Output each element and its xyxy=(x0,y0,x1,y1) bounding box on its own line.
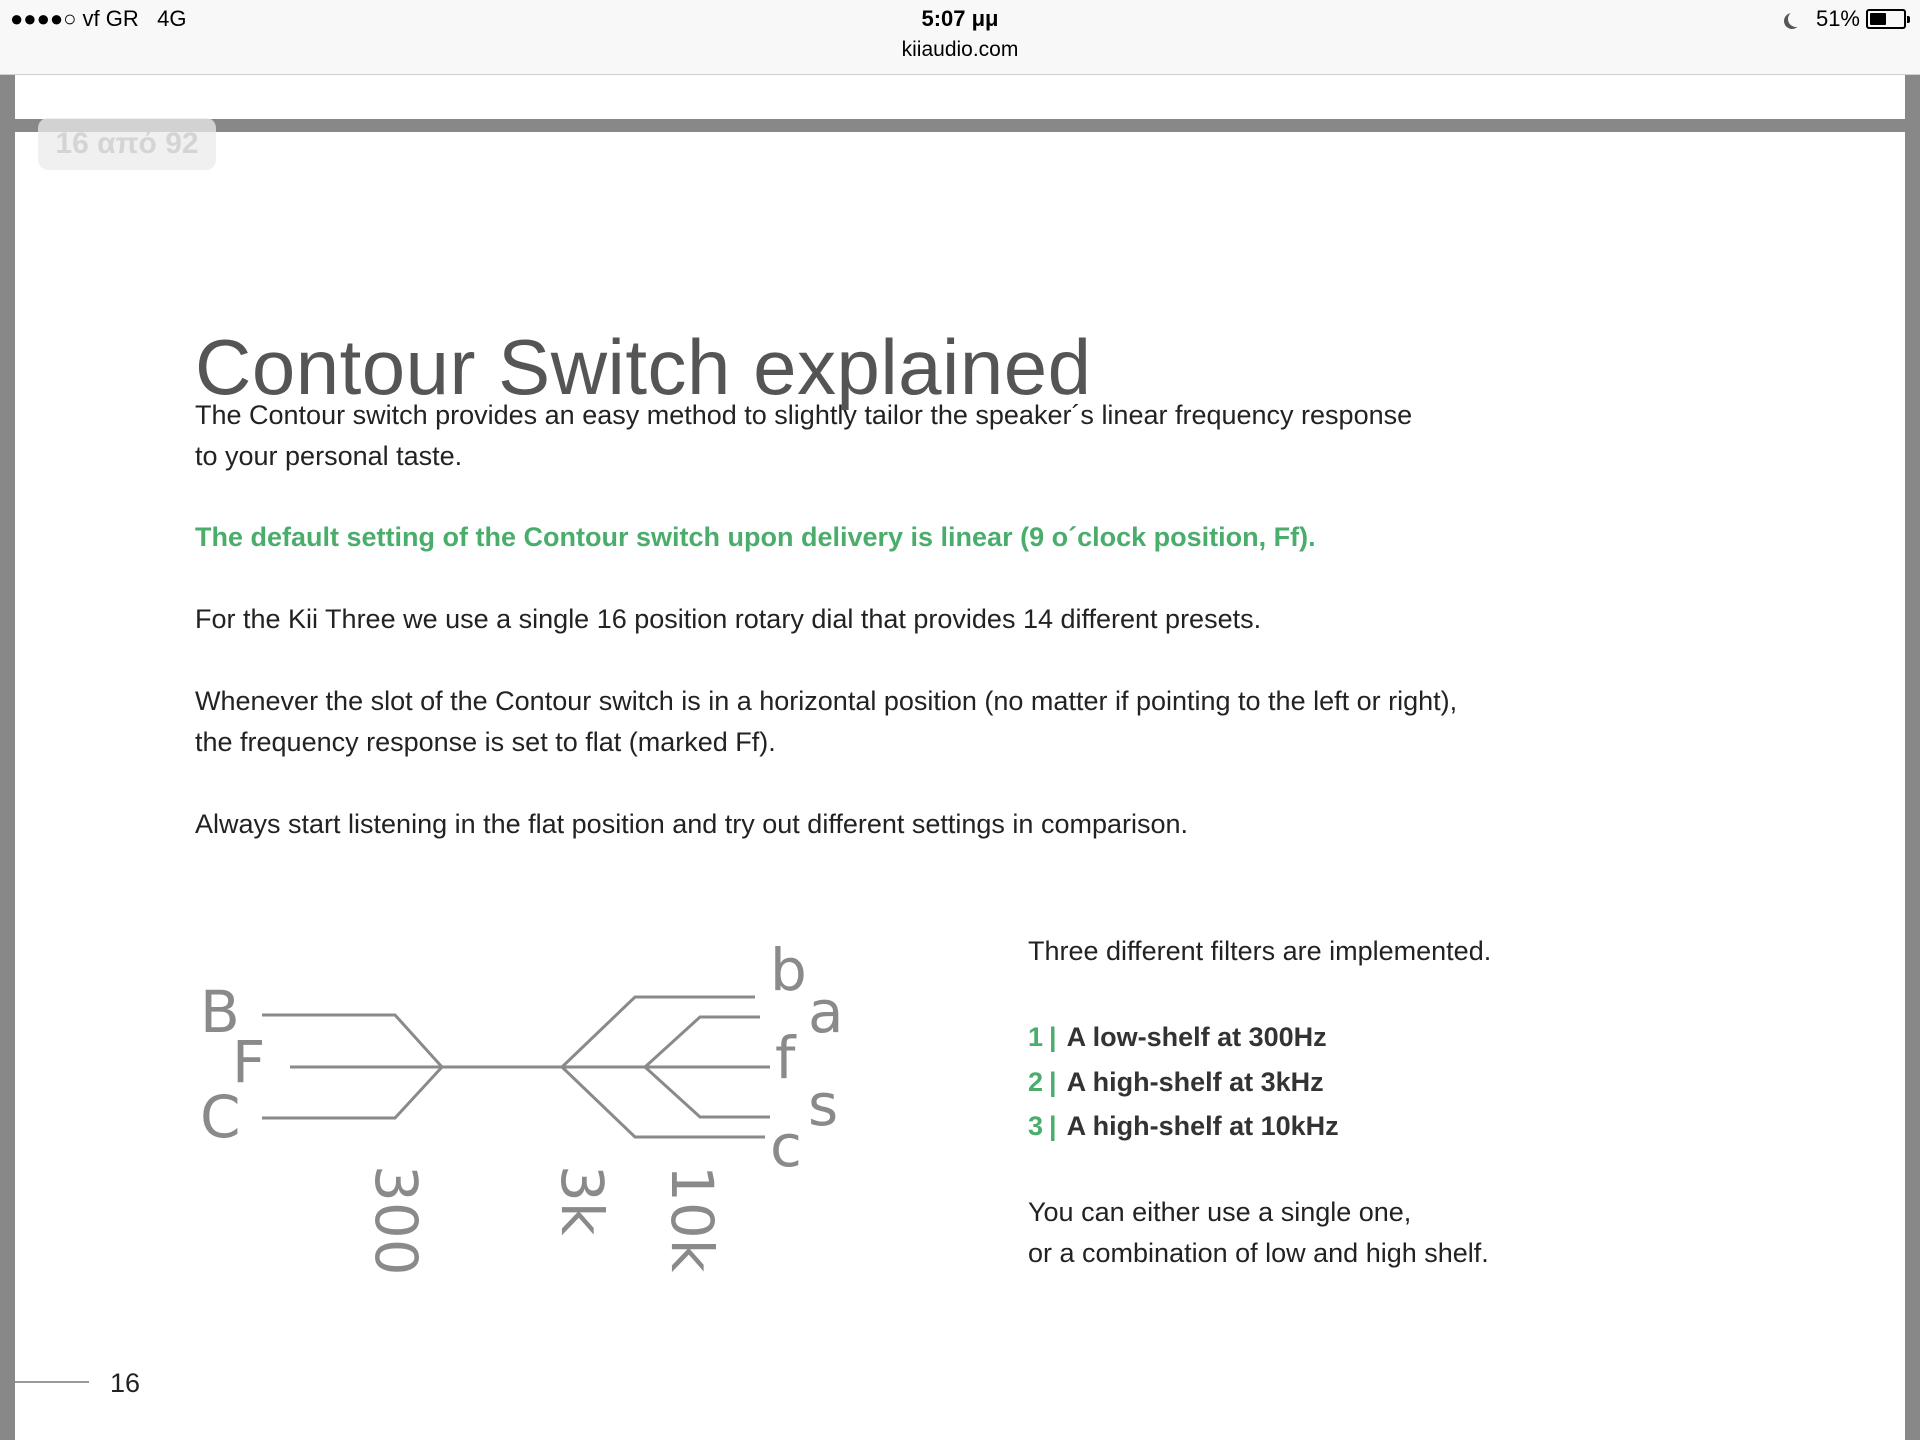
label-cut-air: s xyxy=(808,1071,838,1139)
carrier-signal: ●●●●○ vf GR 4G xyxy=(10,6,186,32)
filter-text: A high-shelf at 3kHz xyxy=(1066,1067,1324,1097)
filter-item: 3|A high-shelf at 10kHz xyxy=(1028,1111,1339,1141)
default-setting-note: The default setting of the Contour switc… xyxy=(195,522,1316,552)
filter-number: 3 xyxy=(1028,1111,1044,1141)
intro-line-2: to your personal taste. xyxy=(195,441,463,471)
high-shelf-3k-cut-line xyxy=(560,1065,765,1139)
freq-label-10k: 10k xyxy=(658,1165,726,1273)
low-shelf-cut-line xyxy=(262,1065,444,1120)
contour-filter-diagram: B F C b a f s c 300 3k 10k xyxy=(200,936,844,1276)
filter-item: 1|A low-shelf at 300Hz xyxy=(1028,1022,1327,1052)
battery-icon xyxy=(1866,9,1910,29)
horizontal-line-1: Whenever the slot of the Contour switch … xyxy=(195,686,1458,716)
combination-line-2: or a combination of low and high shelf. xyxy=(1028,1238,1489,1268)
battery-fill xyxy=(1870,13,1886,25)
signal-strength: ●●●●○ vf GR xyxy=(10,6,139,31)
page-title: Contour Switch explained xyxy=(195,323,1092,412)
battery-percent: 51% xyxy=(1815,6,1860,31)
label-flat-low: F xyxy=(232,1028,265,1096)
rotary-dial-paragraph: For the Kii Three we use a single 16 pos… xyxy=(195,604,1262,634)
combination-line-1: You can either use a single one, xyxy=(1028,1197,1412,1227)
filter-text: A low-shelf at 300Hz xyxy=(1066,1022,1327,1052)
filter-number: 2 xyxy=(1028,1067,1044,1097)
filter-text: A high-shelf at 10kHz xyxy=(1066,1111,1339,1141)
filter-curves xyxy=(262,995,770,1139)
clock: 5:07 μμ xyxy=(921,6,999,31)
freq-label-300: 300 xyxy=(362,1165,430,1276)
high-shelf-3k-boost-line xyxy=(560,995,755,1069)
label-flat-high: f xyxy=(775,1024,797,1092)
listening-advice: Always start listening in the flat posit… xyxy=(195,809,1189,839)
high-shelf-10k-cut-line xyxy=(643,1065,770,1119)
page-number: 16 xyxy=(110,1368,141,1398)
filters-intro: Three different filters are implemented. xyxy=(1028,936,1492,966)
horizontal-line-2: the frequency response is set to flat (m… xyxy=(195,727,776,757)
label-boost-air: a xyxy=(808,978,844,1046)
status-bar: ●●●●○ vf GR 4G 5:07 μμ kiiaudio.com 51% xyxy=(0,0,1920,75)
high-shelf-10k-boost-line xyxy=(643,1015,760,1069)
page-indicator: 16 από 92 xyxy=(38,118,216,170)
filter-number: 1 xyxy=(1028,1022,1044,1052)
horizontal-slot-paragraph: Whenever the slot of the Contour switch … xyxy=(195,681,1457,763)
freq-label-3k: 3k xyxy=(548,1165,616,1236)
network-type: 4G xyxy=(157,6,187,31)
status-right: 51% xyxy=(1784,6,1910,32)
label-cut-high: c xyxy=(770,1112,802,1180)
combination-note: You can either use a single one, or a co… xyxy=(1028,1192,1489,1274)
label-boost-high: b xyxy=(770,936,807,1004)
previous-page-bottom xyxy=(15,75,1905,119)
do-not-disturb-icon xyxy=(1788,11,1804,27)
low-shelf-boost-line xyxy=(262,1013,444,1069)
filter-item: 2|A high-shelf at 3kHz xyxy=(1028,1067,1324,1097)
label-cut-low: C xyxy=(200,1083,241,1151)
label-boost-low: B xyxy=(200,978,240,1046)
intro-line-1: The Contour switch provides an easy meth… xyxy=(195,400,1413,430)
intro-paragraph: The Contour switch provides an easy meth… xyxy=(195,395,1412,477)
diagram-labels: B F C b a f s c 300 3k 10k xyxy=(200,936,844,1276)
document-page xyxy=(15,132,1905,1440)
address-bar-url[interactable]: kiiaudio.com xyxy=(901,38,1019,61)
footer-rule xyxy=(15,1381,89,1383)
